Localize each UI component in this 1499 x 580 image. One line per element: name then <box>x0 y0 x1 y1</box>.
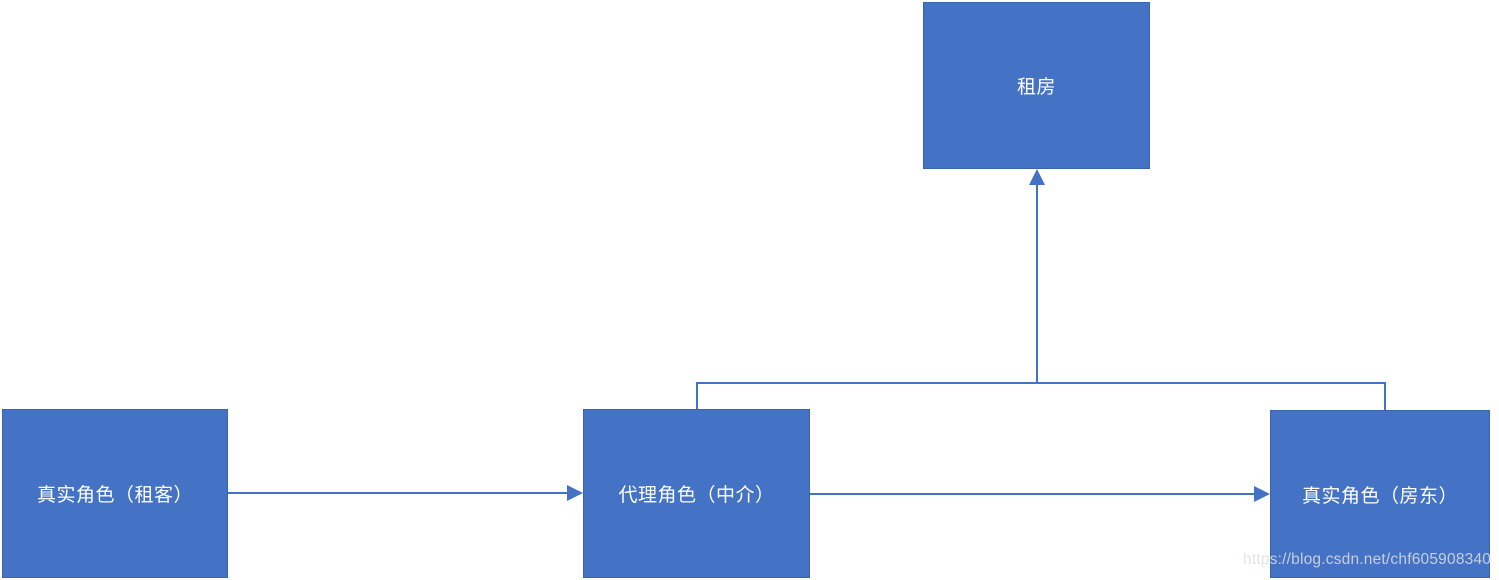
node-house: 租房 <box>923 2 1150 169</box>
connector-agent-to-landlord <box>810 493 1254 495</box>
connector-tenant-to-agent <box>228 492 567 494</box>
connector-bus-to-house <box>1036 184 1038 382</box>
node-landlord: 真实角色（房东） <box>1270 410 1490 578</box>
arrowhead-right-icon <box>567 485 583 501</box>
node-house-label: 租房 <box>1016 77 1056 98</box>
connector-horizontal-bus <box>696 382 1386 384</box>
node-tenant: 真实角色（租客） <box>2 409 228 578</box>
connector-agent-up-stub <box>696 382 698 409</box>
watermark-url: https://blog.csdn.net/chf605908340 <box>1243 551 1492 568</box>
node-agent-label: 代理角色（中介） <box>618 485 775 506</box>
arrowhead-right-icon <box>1254 486 1270 502</box>
connector-landlord-up-stub <box>1384 382 1386 410</box>
arrowhead-up-icon <box>1029 169 1045 185</box>
node-landlord-label: 真实角色（房东） <box>1301 485 1458 507</box>
node-agent: 代理角色（中介） <box>583 409 810 578</box>
node-tenant-label: 真实角色（租客） <box>36 485 193 506</box>
